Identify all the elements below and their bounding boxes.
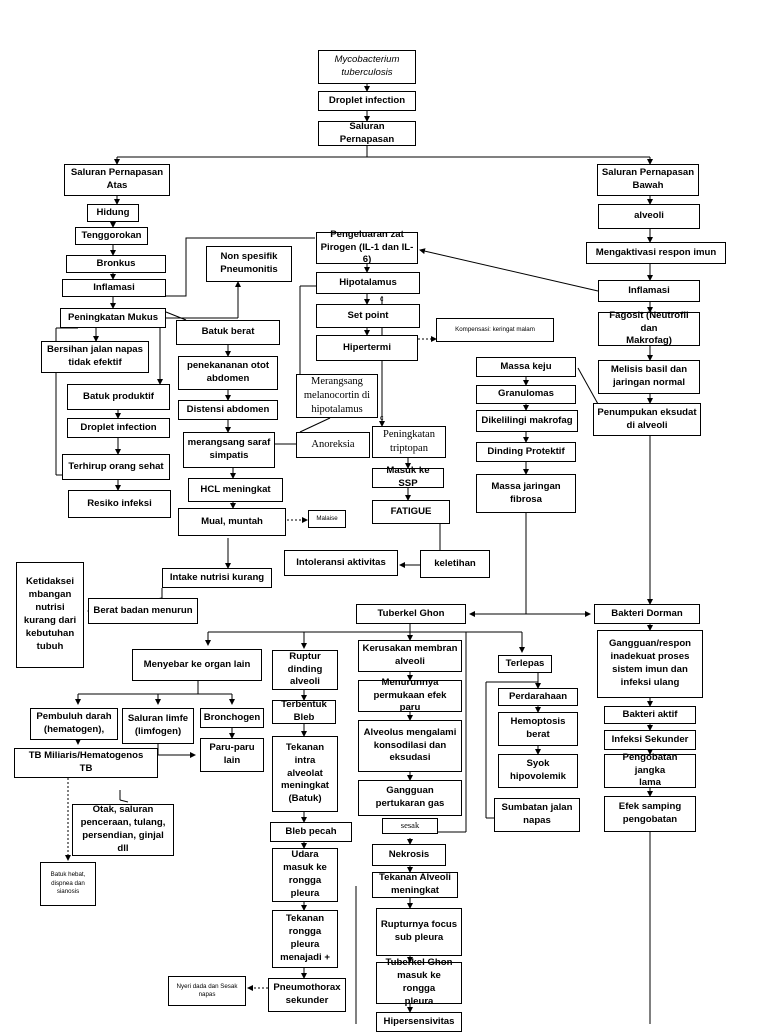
node-bleb-pecah: Bleb pecah <box>270 822 352 842</box>
node-batuk-produktif: Batuk produktif <box>67 384 170 410</box>
node-malaise: Malaise <box>308 510 346 528</box>
mark-c1: c <box>380 296 384 303</box>
node-hemoptosis: Hemoptosis berat <box>498 712 578 746</box>
node-masuk-ssp: Masuk ke SSP <box>372 465 444 489</box>
node-intoleransi: Intoleransi aktivitas <box>284 550 398 576</box>
node-pengeluaran: Pengeluaran zat Pirogen (IL-1 dan IL-6) <box>316 229 418 265</box>
node-penumpukan: Penumpukan eksudat di alveoli <box>593 403 701 436</box>
node-menyebar: Menyebar ke organ lain <box>132 649 262 681</box>
node-droplet-infection-left: Droplet infection <box>67 418 170 438</box>
node-melisis: Melisis basil dan jaringan normal <box>598 360 700 394</box>
node-hidung: Hidung <box>87 204 139 222</box>
node-rupturnya-focus: Rupturnya focus sub pleura <box>376 908 462 956</box>
node-dinding-protektif: Dinding Protektif <box>476 442 576 462</box>
node-merangsang-saraf: merangsang saraf simpatis <box>183 432 275 468</box>
node-tekanan-rongga: Tekanan rongga pleura menajadi + <box>272 910 338 968</box>
node-tenggorokan: Tenggorokan <box>75 227 148 245</box>
node-hipertermi: Hipertermi <box>316 335 418 361</box>
node-perdarahaan: Perdarahaan <box>498 688 578 706</box>
node-udara-masuk: Udara masuk ke rongga pleura <box>272 848 338 902</box>
node-melanocortin: Merangsang melanocortin di hipotalamus <box>296 374 378 418</box>
node-massa-jaringan: Massa jaringan fibrosa <box>476 474 576 513</box>
node-hipotalamus: Hipotalamus <box>316 272 420 294</box>
node-nyeri-dada: Nyeri dada dan Sesak napas <box>168 976 246 1006</box>
node-peningkatan-mukus: Peningkatan Mukus <box>60 308 166 328</box>
node-alveolus: Alveolus mengalami konsodilasi dan eksud… <box>358 720 462 772</box>
node-tekanan-intra: Tekanan intra alveolat meningkat (Batuk) <box>272 736 338 812</box>
node-ketidakseimbangan: Ketidaksei mbangan nutrisi kurang dari k… <box>16 562 84 668</box>
node-kerusakan: Kerusakan membran alveoli <box>358 640 462 672</box>
node-penekanan: penekananan otot abdomen <box>178 356 278 390</box>
node-hipersensivitas: Hipersensivitas <box>376 1012 462 1032</box>
node-tuberkel-ghon: Tuberkel Ghon <box>356 604 466 624</box>
node-dikelilingi: Dikelilingi makrofag <box>476 410 578 432</box>
node-efek-samping: Efek samping pengobatan <box>604 796 696 832</box>
node-non-spesifik: Non spesifik Pneumonitis <box>206 246 292 282</box>
node-saluran-atas: Saluran Pernapasan Atas <box>64 164 170 196</box>
node-terbentuk-bleb: Terbentuk Bleb <box>272 699 336 724</box>
node-saluran-bawah: Saluran Pernapasan Bawah <box>597 164 699 196</box>
node-terlepas: Terlepas <box>498 655 552 673</box>
node-anoreksia: Anoreksia <box>296 432 370 458</box>
node-set-point: Set point <box>316 304 420 328</box>
node-distensi: Distensi abdomen <box>178 400 278 420</box>
node-fatigue: FATIGUE <box>372 500 450 524</box>
node-pembuluh-darah: Pembuluh darah (hematogen), <box>30 708 118 740</box>
node-syok: Syok hipovolemik <box>498 754 578 788</box>
node-otak: Otak, saluran penceraan, tulang, persend… <box>72 804 174 856</box>
node-bronkus: Bronkus <box>66 255 166 273</box>
node-fagosit: Fagosit (Neutrofil dan Makrofag) <box>598 310 700 346</box>
node-paru-paru: Paru-paru lain <box>200 738 264 772</box>
node-berat-badan: Berat badan menurun <box>88 598 198 624</box>
node-gangguan-gas: Gangguan pertukaran gas <box>358 780 462 816</box>
node-inflamasi-left: Inflamasi <box>62 279 166 297</box>
node-gangguan-respon: Gangguan/respon inadekuat proses sistem … <box>597 630 703 698</box>
node-bronchogen: Bronchogen <box>200 708 264 728</box>
node-batuk-berat: Batuk berat <box>176 320 280 345</box>
node-droplet-infection-top: Droplet infection <box>318 91 416 111</box>
node-tekanan-alveoli: Tekanan Alveoli meningkat <box>372 872 458 898</box>
node-resiko-infeksi: Resiko infeksi <box>68 490 171 518</box>
mark-c2: c <box>380 415 384 422</box>
node-terhirup: Terhirup orang sehat <box>62 454 170 480</box>
node-kompensasi: Kompensasi: keringat malam <box>436 318 554 342</box>
node-pneumothorax: Pneumothorax sekunder <box>268 978 346 1012</box>
node-keletihan: keletihan <box>420 550 490 578</box>
node-nekrosis: Nekrosis <box>372 844 446 866</box>
node-bakteri-aktif: Bakteri aktif <box>604 706 696 724</box>
node-granulomas: Granulomas <box>476 385 576 404</box>
node-infeksi-sekunder: Infeksi Sekunder <box>604 730 696 750</box>
node-saluran-pernapasan: Saluran Pernapasan <box>318 121 416 146</box>
node-tb-miliaris: TB Miliaris/Hematogenos TB <box>14 748 158 778</box>
node-massa-keju: Massa keju <box>476 357 576 377</box>
node-sumbatan: Sumbatan jalan napas <box>494 798 580 832</box>
node-batuk-hebat: Batuk hebat, dispnea dan sianosis <box>40 862 96 906</box>
node-inflamasi-right: Inflamasi <box>598 280 700 302</box>
node-mycobacterium: Mycobacterium tuberculosis <box>318 50 416 84</box>
node-bersihan-jalan: Bersihan jalan napas tidak efektif <box>41 341 149 373</box>
node-bakteri-dorman: Bakteri Dorman <box>594 604 700 624</box>
node-intake: Intake nutrisi kurang <box>162 568 272 588</box>
node-sesak: sesak <box>382 818 438 834</box>
node-mual: Mual, muntah <box>178 508 286 536</box>
node-triptopan: Peningkatan triptopan <box>372 426 446 458</box>
node-pengobatan: Pengobatan jangka lama <box>604 752 696 788</box>
node-ruptur: Ruptur dinding alveoli <box>272 650 338 690</box>
node-menurunnya: Menurunnya permukaan efek paru <box>358 677 462 713</box>
node-saluran-limfe: Saluran limfe (limfogen) <box>122 708 194 744</box>
node-alveoli: alveoli <box>598 204 700 229</box>
node-hcl: HCL meningkat <box>188 478 283 502</box>
node-tuberkel-masuk: Tuberkel Ghon masuk ke rongga pleura <box>376 957 462 1007</box>
node-mengaktivasi: Mengaktivasi respon imun <box>586 242 726 264</box>
